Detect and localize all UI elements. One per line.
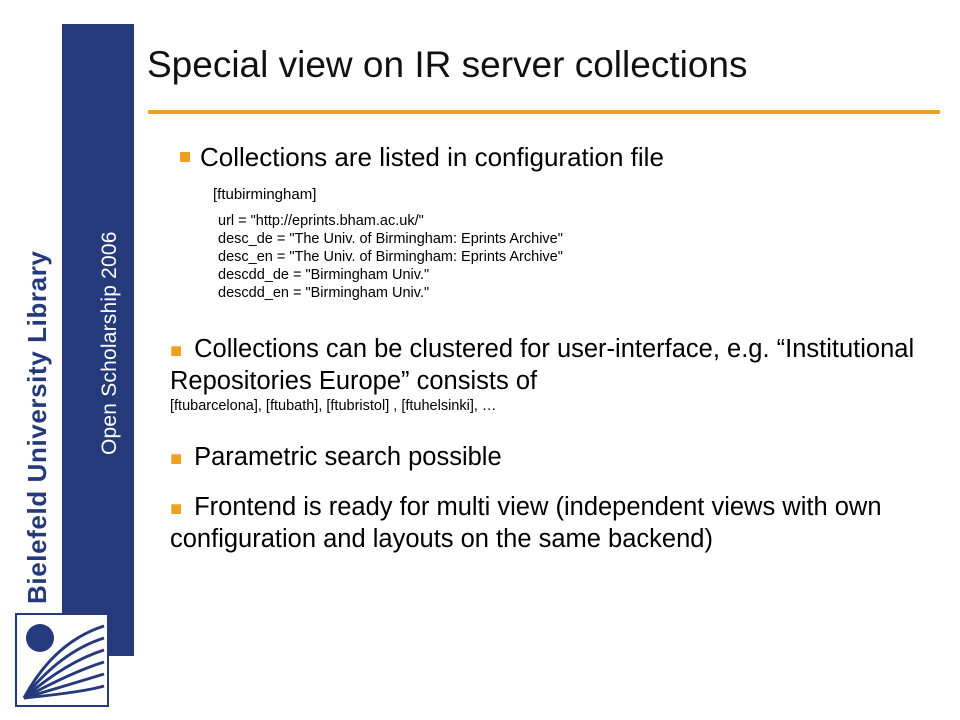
bullet-clustering: ■Collections can be clustered for user-i… xyxy=(170,334,940,416)
square-bullet-icon: ■ xyxy=(170,498,183,520)
bielefeld-logo-icon xyxy=(15,613,109,707)
bullet-multi-view: ■Frontend is ready for multi view (indep… xyxy=(170,492,940,554)
bullet-text: Frontend is ready for multi view (indepe… xyxy=(170,493,882,553)
config-lines: url = "http://eprints.bham.ac.uk/" desc_… xyxy=(218,212,563,302)
bullet-text: Collections can be clustered for user-in… xyxy=(170,335,915,395)
square-bullet-icon xyxy=(180,152,190,162)
config-line: descdd_de = "Birmingham Univ." xyxy=(218,267,430,283)
config-line: desc_de = "The Univ. of Birmingham: Epri… xyxy=(218,231,563,247)
config-line: desc_en = "The Univ. of Birmingham: Epri… xyxy=(218,249,563,265)
config-line: url = "http://eprints.bham.ac.uk/" xyxy=(218,213,424,229)
square-bullet-icon: ■ xyxy=(170,340,183,362)
bullet-collections-listed: Collections are listed in configuration … xyxy=(180,142,664,173)
bullet-detail: [ftubarcelona], [ftubath], [ftubristol] … xyxy=(170,398,497,414)
slide-title: Special view on IR server collections xyxy=(147,44,748,85)
config-line: descdd_en = "Birmingham Univ." xyxy=(218,285,430,301)
bullet-parametric-search: ■ Parametric search possible xyxy=(170,442,940,474)
library-name: Bielefeld University Library xyxy=(22,250,52,604)
event-label: Open Scholarship 2006 xyxy=(98,231,121,455)
config-section-name: [ftubirmingham] xyxy=(213,186,317,203)
title-divider xyxy=(148,110,940,114)
bullet-text: Collections are listed in configuration … xyxy=(200,142,664,172)
branding-band xyxy=(62,24,134,656)
bullet-text: Parametric search possible xyxy=(194,443,502,471)
square-bullet-icon: ■ xyxy=(170,448,183,470)
